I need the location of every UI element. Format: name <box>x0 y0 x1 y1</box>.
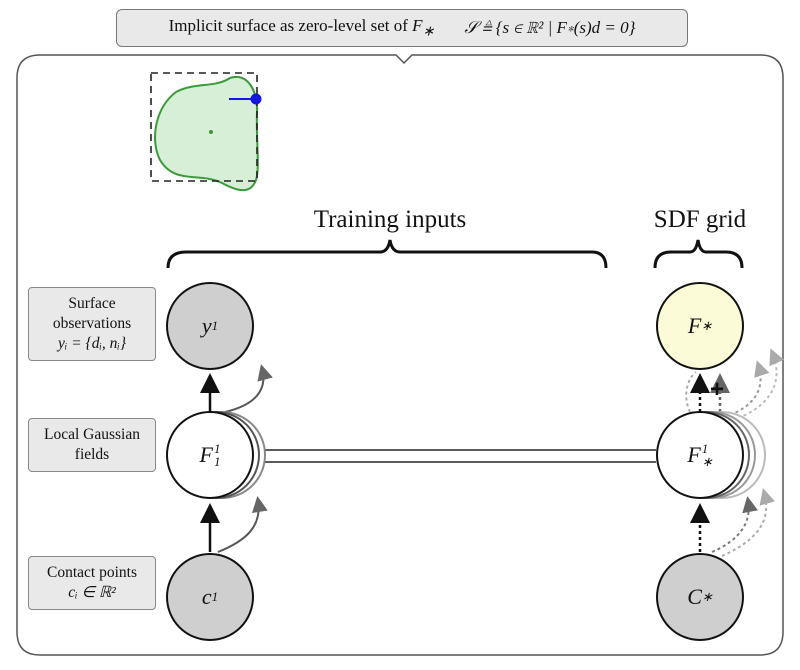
node-Fstar <box>656 282 744 370</box>
title-formula: 𝒮 ≜ {s ∈ ℝ² | F∗(s)d = 0} <box>464 18 636 37</box>
curved-arrow-c1-to-F1 <box>217 496 268 553</box>
shape-center-dot <box>209 130 213 134</box>
training-inputs-title: Training inputs <box>313 206 467 233</box>
plus-sign: + <box>710 376 725 403</box>
title-text: Implicit surface as zero-level set of F∗ <box>168 15 435 40</box>
surface-label-line1: Surface <box>68 295 116 312</box>
bounding-box <box>150 72 258 182</box>
dotted-curve-3 <box>729 360 770 416</box>
sdf-grid-brace <box>653 239 744 269</box>
node-F1star <box>656 411 744 499</box>
implicit-shape-thumbnail <box>150 72 262 192</box>
node-y1 <box>166 282 254 370</box>
contact-label-line2: cᵢ ∈ ℝ² <box>68 584 116 601</box>
node-Cstar-label: C∗ <box>687 584 713 609</box>
contact-label-line1: Contact points <box>47 564 137 581</box>
dotted-curve-5 <box>685 371 697 413</box>
node-Cstar <box>656 553 744 641</box>
dotted-curve-1 <box>711 496 759 553</box>
curved-arrow-F1-to-y1 <box>224 364 273 413</box>
contact-points-label: Contact points cᵢ ∈ ℝ² <box>28 556 156 610</box>
surface-label-line3: yᵢ = {dᵢ, nᵢ} <box>57 335 127 352</box>
surface-observations-label: Surface observations yᵢ = {dᵢ, nᵢ} <box>28 287 156 361</box>
node-Fstar-label: F∗ <box>687 313 713 338</box>
surface-label-line2: observations <box>52 315 132 332</box>
dotted-curve-4 <box>737 348 785 419</box>
local-gaussian-fields-label: Local Gaussian fields <box>28 418 156 472</box>
node-c1 <box>166 553 254 641</box>
gaussian-label-line1: Local Gaussian <box>44 426 140 443</box>
title-symbol: F∗ <box>412 15 435 40</box>
title-callout: Implicit surface as zero-level set of F∗… <box>116 9 688 47</box>
node-F1 <box>166 411 254 499</box>
gaussian-label-line2: fields <box>74 446 110 463</box>
training-inputs-brace <box>166 239 608 269</box>
sdf-grid-title: SDF grid <box>653 206 747 233</box>
contact-point-dot <box>250 93 262 105</box>
